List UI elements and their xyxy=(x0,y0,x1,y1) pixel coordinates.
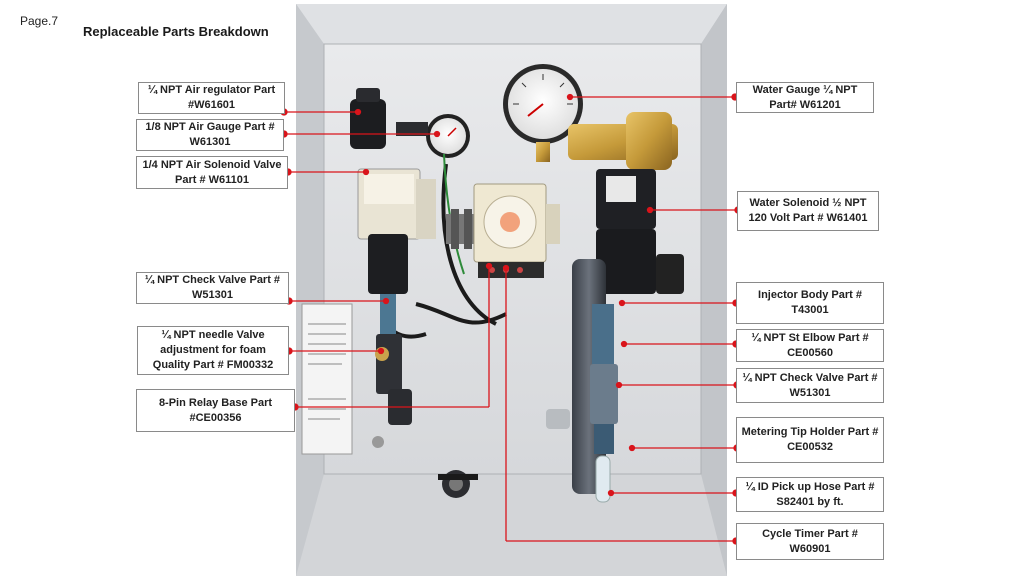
label-injector-body: Injector Body Part # T43001 xyxy=(736,282,884,324)
label-check-valve-right: ¼ NPT Check Valve Part # W51301 xyxy=(736,368,884,403)
label-st-elbow: ¼ NPT St Elbow Part # CE00560 xyxy=(736,329,884,362)
label-needle-valve: ¼ NPT needle Valve adjustment for foam Q… xyxy=(137,326,289,375)
label-water-solenoid: Water Solenoid ½ NPT 120 Volt Part # W61… xyxy=(737,191,879,231)
label-air-gauge: 1/8 NPT Air Gauge Part # W61301 xyxy=(136,119,284,151)
label-metering-tip: Metering Tip Holder Part # CE00532 xyxy=(736,417,884,463)
label-air-regulator: ¼ NPT Air regulator Part #W61601 xyxy=(138,82,285,114)
label-relay-base: 8-Pin Relay Base Part #CE00356 xyxy=(136,389,295,432)
page-number: Page.7 xyxy=(20,14,59,28)
label-water-gauge: Water Gauge ¼ NPT Part# W61201 xyxy=(736,82,874,113)
page-title: Replaceable Parts Breakdown xyxy=(83,24,269,39)
label-air-solenoid: 1/4 NPT Air Solenoid Valve Part # W61101 xyxy=(136,156,288,189)
label-cycle-timer: Cycle Timer Part # W60901 xyxy=(736,523,884,560)
label-check-valve-left: ¼ NPT Check Valve Part # W51301 xyxy=(136,272,289,304)
enclosure-photo xyxy=(296,4,727,576)
label-pickup-hose: ¼ ID Pick up Hose Part # S82401 by ft. xyxy=(736,477,884,512)
